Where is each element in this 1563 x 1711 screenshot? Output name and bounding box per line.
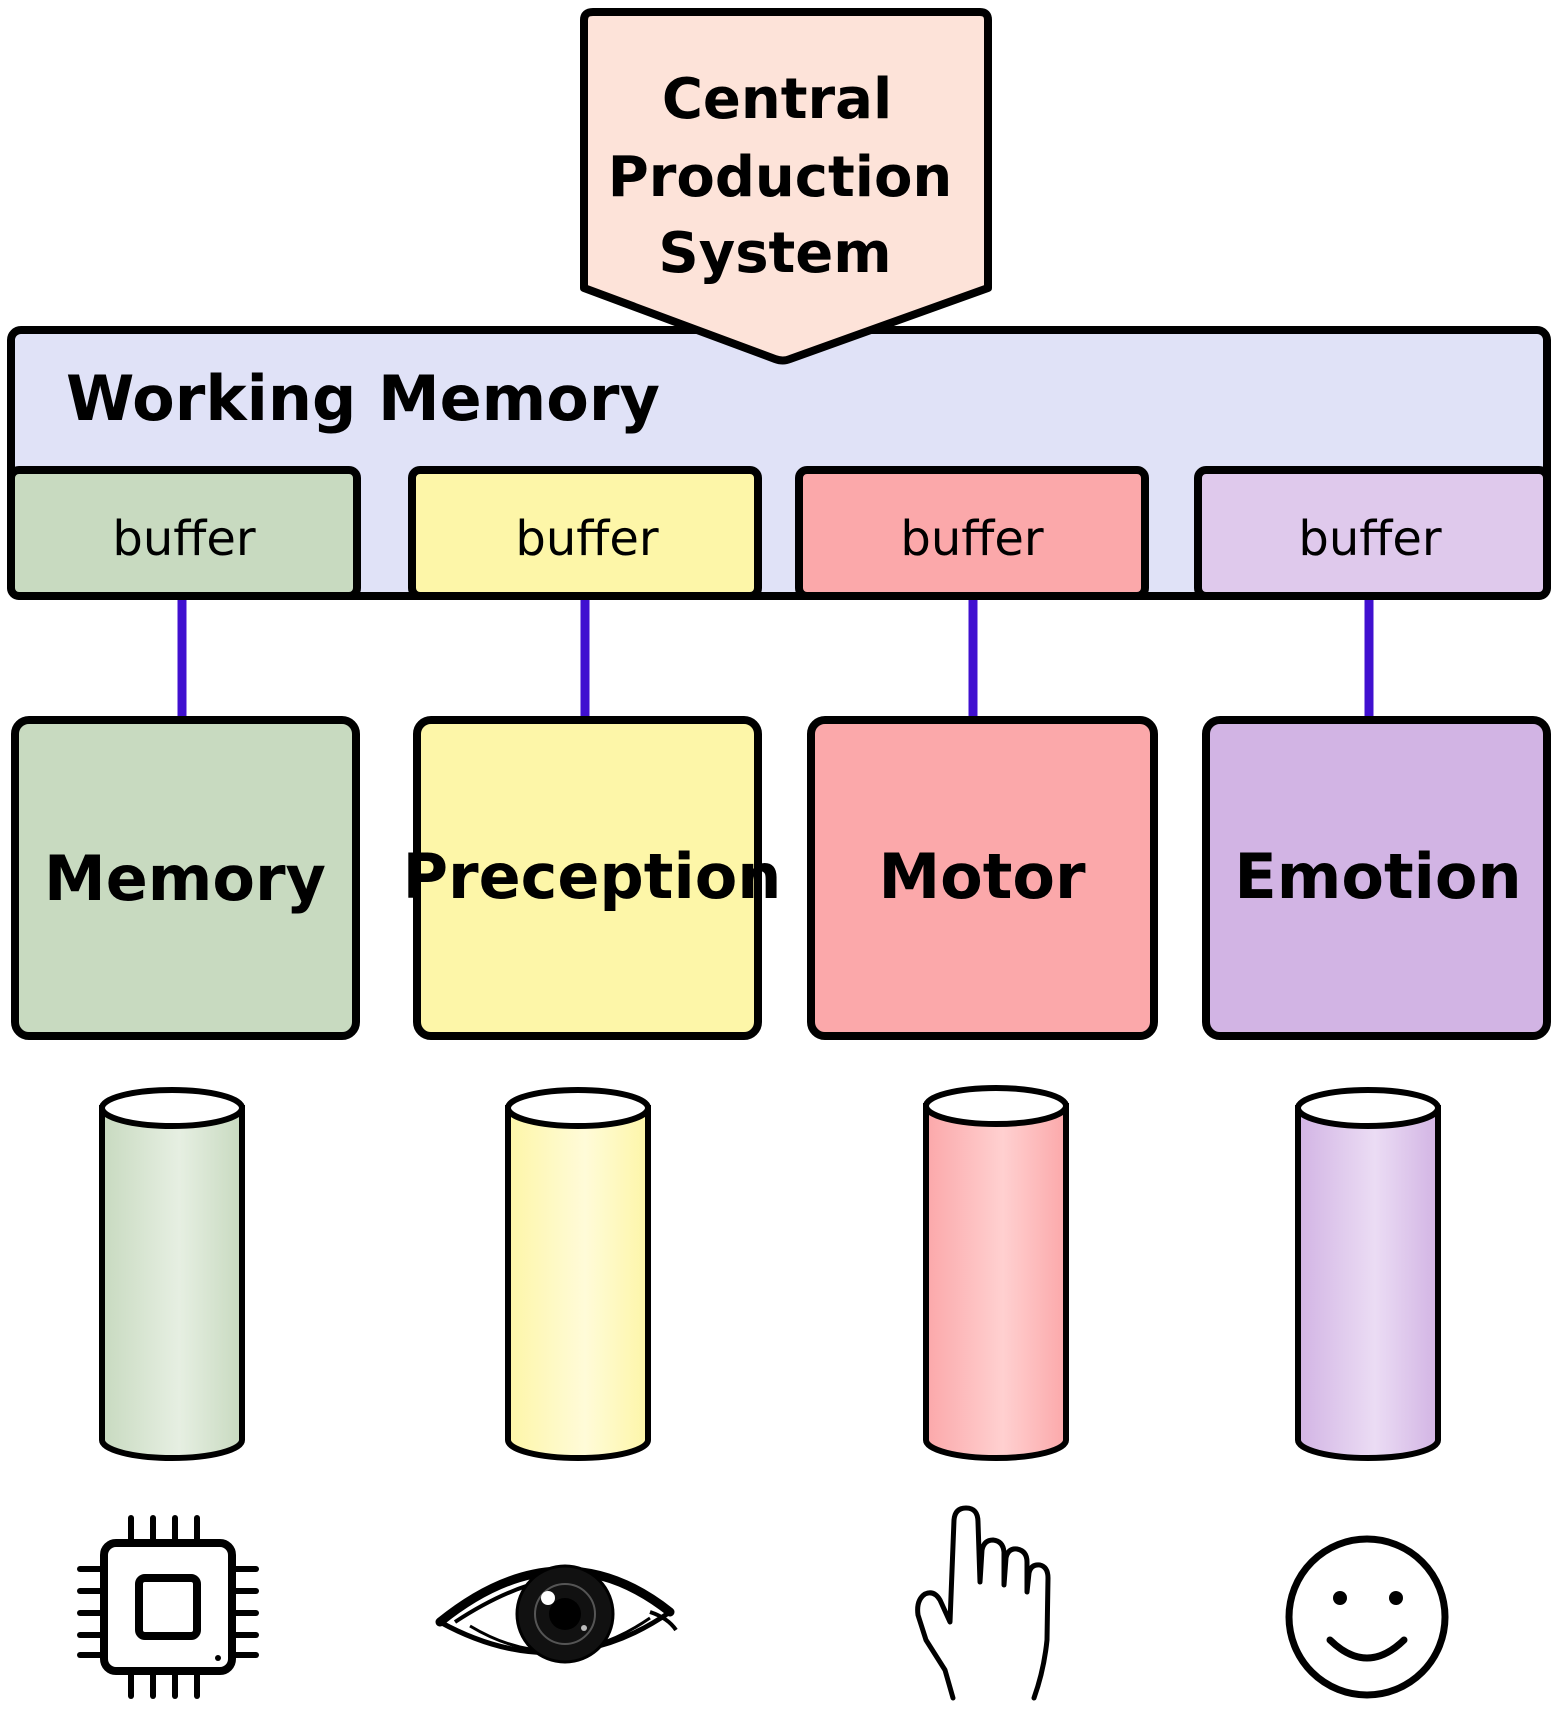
- smiley-icon: [1285, 1535, 1449, 1699]
- hand-icon: [915, 1505, 1051, 1701]
- buffer-motor: buffer: [795, 466, 1149, 600]
- buffer-box-motor: [795, 466, 1149, 600]
- cylinder-emotion: [1295, 1087, 1441, 1461]
- module-label-motor: Motor: [878, 840, 1086, 913]
- cylinder-body-motor: [923, 1103, 1069, 1461]
- buffer-memory: buffer: [7, 466, 361, 600]
- buffer-label-perception: buffer: [515, 511, 658, 567]
- buffer-label-emotion: buffer: [1298, 511, 1441, 567]
- central-production-box: [580, 8, 992, 365]
- working-memory-panel: Working Memory: [7, 326, 1551, 600]
- cylinder-top-memory: [99, 1087, 245, 1129]
- buffer-perception: buffer: [408, 466, 762, 600]
- buffer-emotion: buffer: [1194, 466, 1551, 600]
- module-label-emotion: Emotion: [1234, 840, 1521, 913]
- module-perception: Preception: [403, 716, 782, 1040]
- cylinder-top-emotion: [1295, 1087, 1441, 1129]
- buffer-box-memory: [7, 466, 361, 600]
- module-box-emotion: [1202, 716, 1551, 1040]
- chip-icon: [77, 1515, 259, 1699]
- cylinder-body-emotion: [1295, 1105, 1441, 1461]
- working-memory-title: Working Memory: [66, 362, 660, 435]
- buffer-label-motor: buffer: [900, 511, 1043, 567]
- buffer-box-perception: [408, 466, 762, 600]
- cylinder-top-motor: [923, 1085, 1069, 1127]
- module-motor: Motor: [807, 716, 1158, 1040]
- cylinder-top-perception: [505, 1087, 651, 1129]
- central-production-system: Central Production System: [580, 8, 992, 365]
- module-emotion: Emotion: [1202, 716, 1551, 1040]
- module-box-perception: [413, 716, 762, 1040]
- connectors: [177, 600, 1374, 719]
- module-box-memory: [11, 716, 360, 1040]
- central-line-3: System: [658, 221, 891, 286]
- module-label-memory: Memory: [44, 842, 326, 915]
- module-label-perception: Preception: [403, 840, 782, 913]
- eye-icon: [435, 1564, 678, 1664]
- cylinder-motor: [923, 1085, 1069, 1461]
- module-memory: Memory: [11, 716, 360, 1040]
- central-line-2: Production: [608, 145, 953, 210]
- buffer-label-memory: buffer: [112, 511, 255, 567]
- cylinder-memory: [99, 1087, 245, 1461]
- cylinder-body-memory: [99, 1105, 245, 1461]
- module-box-motor: [807, 716, 1158, 1040]
- cylinder-perception: [505, 1087, 651, 1461]
- central-line-1: Central: [662, 67, 892, 132]
- cylinder-body-perception: [505, 1105, 651, 1461]
- buffer-box-emotion: [1194, 466, 1551, 600]
